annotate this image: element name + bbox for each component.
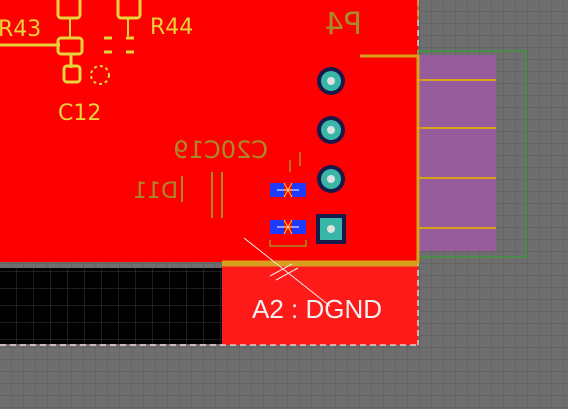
ratsnest-lines	[243, 237, 331, 307]
connector-pins	[418, 79, 496, 229]
designator-d11: D11	[133, 179, 178, 204]
p4-pads[interactable]	[316, 67, 346, 244]
designator-c12: C12	[58, 101, 101, 126]
c20c19-outline	[269, 152, 307, 247]
designator-p4: P4	[325, 7, 362, 42]
net-label-a2-dgnd: A2 : DGND	[252, 294, 382, 324]
copper-pour-label-region[interactable]	[222, 262, 418, 345]
copper-pour-top[interactable]	[0, 0, 418, 262]
designator-r44: R44	[150, 15, 193, 40]
d11-outline	[181, 172, 223, 218]
black-grid-area	[0, 268, 222, 344]
designator-c20c19: C20C19	[173, 136, 268, 164]
p4-outline	[222, 54, 420, 264]
keepout-region	[418, 55, 496, 251]
designator-r43: R43	[0, 17, 41, 42]
smd-pads-blue[interactable]	[270, 182, 306, 235]
c12-pad-dashed	[90, 65, 110, 85]
